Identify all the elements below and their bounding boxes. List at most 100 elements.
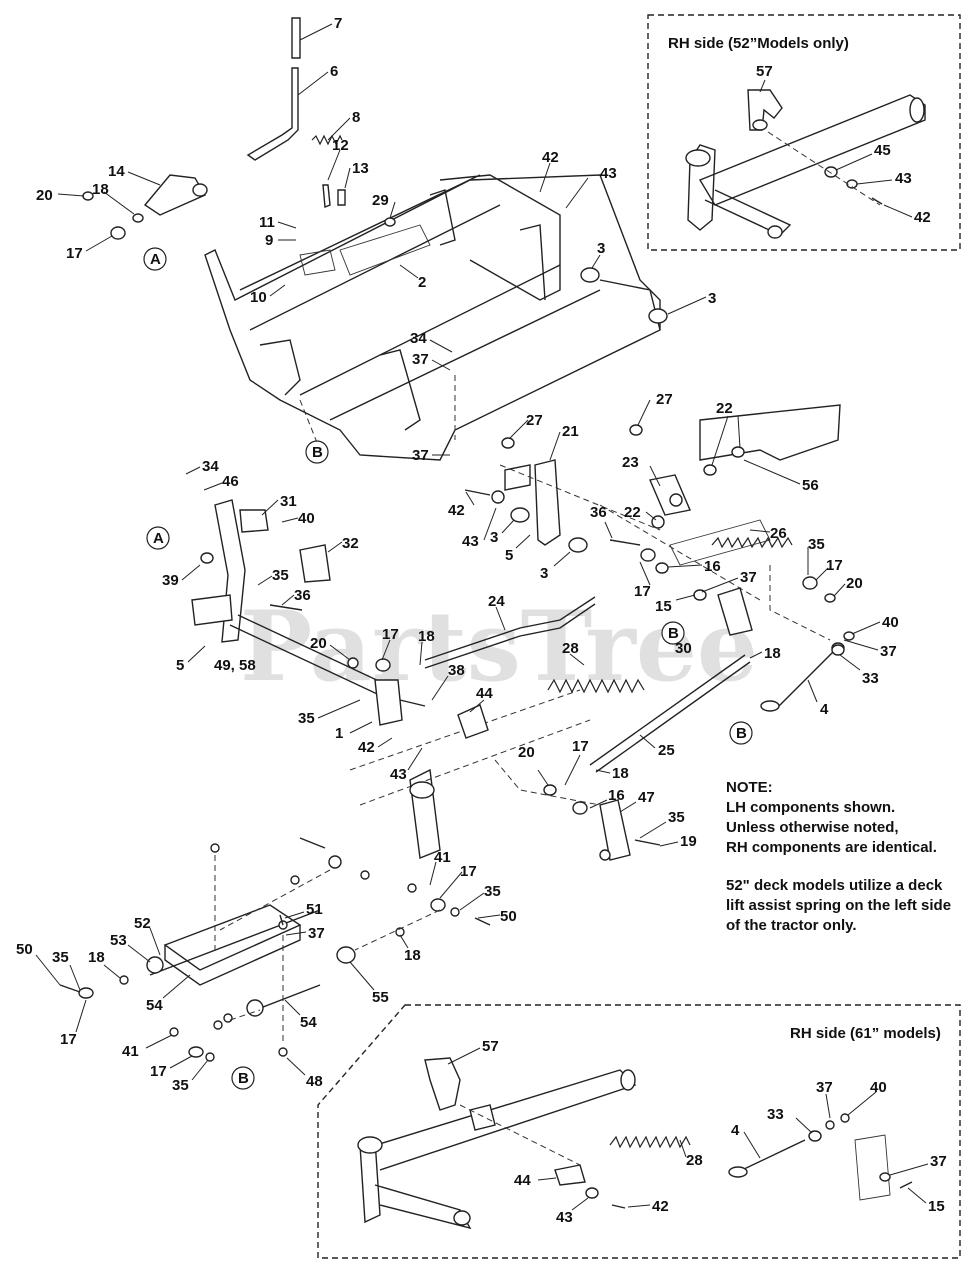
label-40-c: 40	[870, 1079, 887, 1096]
rod-24	[424, 596, 596, 669]
callout-b-4: B	[231, 1066, 255, 1090]
label-43-e: 43	[556, 1209, 573, 1226]
label-49-58: 49, 58	[214, 657, 256, 674]
note-line-5: 52" deck models utilize a deck	[726, 877, 943, 894]
label-40: 40	[298, 510, 315, 527]
label-28: 28	[562, 640, 579, 657]
svg-text:A: A	[153, 530, 164, 547]
label-3-a: 3	[597, 240, 605, 257]
svg-text:B: B	[312, 444, 323, 461]
note-line-1: NOTE:	[726, 779, 773, 796]
label-54-b: 54	[300, 1014, 317, 1031]
label-8: 8	[352, 109, 360, 126]
label-35-e: 35	[484, 883, 501, 900]
arm-47	[494, 759, 661, 861]
label-17-d: 17	[826, 557, 843, 574]
label-28-b: 28	[686, 1152, 703, 1169]
inset-rh-61: RH side (61” models)	[317, 1004, 961, 1259]
label-37-g: 37	[930, 1153, 947, 1170]
label-35-d: 35	[668, 809, 685, 826]
label-27-a: 27	[526, 412, 543, 429]
spring-28-61	[609, 1135, 691, 1149]
callout-a-2: A	[146, 526, 170, 550]
label-17-g: 17	[60, 1031, 77, 1048]
handle-14	[82, 174, 208, 240]
label-12: 12	[332, 137, 349, 154]
spring-26	[711, 536, 793, 549]
label-23: 23	[622, 454, 639, 471]
label-17-b: 17	[382, 626, 399, 643]
note-block: NOTE: LH components shown. Unless otherw…	[726, 779, 951, 934]
label-41-b: 41	[122, 1043, 139, 1060]
label-18: 18	[92, 181, 109, 198]
label-26: 26	[770, 525, 787, 542]
inset-rh-52-frame	[685, 94, 926, 239]
label-3-c: 3	[490, 529, 498, 546]
label-3-d: 3	[540, 565, 548, 582]
inset-rh-52-title: RH side (52”Models only)	[668, 35, 849, 52]
label-44: 44	[476, 685, 493, 702]
label-57: 57	[756, 63, 773, 80]
label-1: 1	[335, 725, 343, 742]
label-36-a: 36	[294, 587, 311, 604]
label-18-f: 18	[88, 949, 105, 966]
label-42-b: 42	[358, 739, 375, 756]
label-20: 20	[36, 187, 53, 204]
label-54-a: 54	[146, 997, 163, 1014]
label-43: 43	[600, 165, 617, 182]
label-35-f: 35	[52, 949, 69, 966]
label-2: 2	[418, 274, 426, 291]
label-42: 42	[542, 149, 559, 166]
label-44-b: 44	[514, 1172, 531, 1189]
label-16-b: 16	[608, 787, 625, 804]
inset-rh-61-border	[317, 1004, 961, 1259]
label-9: 9	[265, 232, 273, 249]
label-22-b: 22	[624, 504, 641, 521]
label-27-b: 27	[656, 391, 673, 408]
label-21: 21	[562, 423, 579, 440]
label-13: 13	[352, 160, 369, 177]
label-35-a: 35	[272, 567, 289, 584]
label-52: 52	[134, 915, 151, 932]
label-37-d: 37	[880, 643, 897, 660]
bracket-57-61	[424, 1057, 461, 1111]
label-15-a: 15	[655, 598, 672, 615]
label-20-d: 20	[518, 744, 535, 761]
label-11: 11	[259, 214, 275, 231]
label-16-a: 16	[704, 558, 721, 575]
svg-text:B: B	[668, 625, 679, 642]
label-18-b: 18	[418, 628, 435, 645]
callout-b-3: B	[729, 721, 753, 745]
main-frame	[204, 174, 668, 461]
inset-rh-61-frame	[357, 1069, 637, 1230]
label-41-a: 41	[434, 849, 451, 866]
label-18-e: 18	[404, 947, 421, 964]
label-29: 29	[372, 192, 389, 209]
inset-rh-52: RH side (52”Models only) 57 45 43 42	[647, 14, 961, 251]
label-45: 45	[874, 142, 891, 159]
label-4: 4	[820, 701, 829, 718]
label-14: 14	[108, 163, 125, 180]
note-line-2: LH components shown.	[726, 799, 895, 816]
label-51: 51	[306, 901, 323, 918]
label-40-b: 40	[882, 614, 899, 631]
center-tube	[349, 689, 591, 859]
label-34: 34	[410, 330, 427, 347]
note-line-4: RH components are identical.	[726, 839, 937, 856]
rod-25	[589, 654, 751, 773]
rh-arm-mid	[609, 539, 855, 656]
label-17-c: 17	[634, 583, 651, 600]
label-55: 55	[372, 989, 389, 1006]
label-37-b: 37	[412, 447, 429, 464]
label-37-e: 37	[308, 925, 325, 942]
label-20-b: 20	[310, 635, 327, 652]
label-39: 39	[162, 572, 179, 589]
label-42-c: 42	[448, 502, 465, 519]
label-53: 53	[110, 932, 127, 949]
inset-rh-52-border	[647, 14, 961, 251]
label-35-c: 35	[808, 536, 825, 553]
inset-rh-61-title: RH side (61” models)	[790, 1025, 941, 1042]
label-37-f: 37	[816, 1079, 833, 1096]
label-37-a: 37	[412, 351, 429, 368]
label-33-b: 33	[767, 1106, 784, 1123]
